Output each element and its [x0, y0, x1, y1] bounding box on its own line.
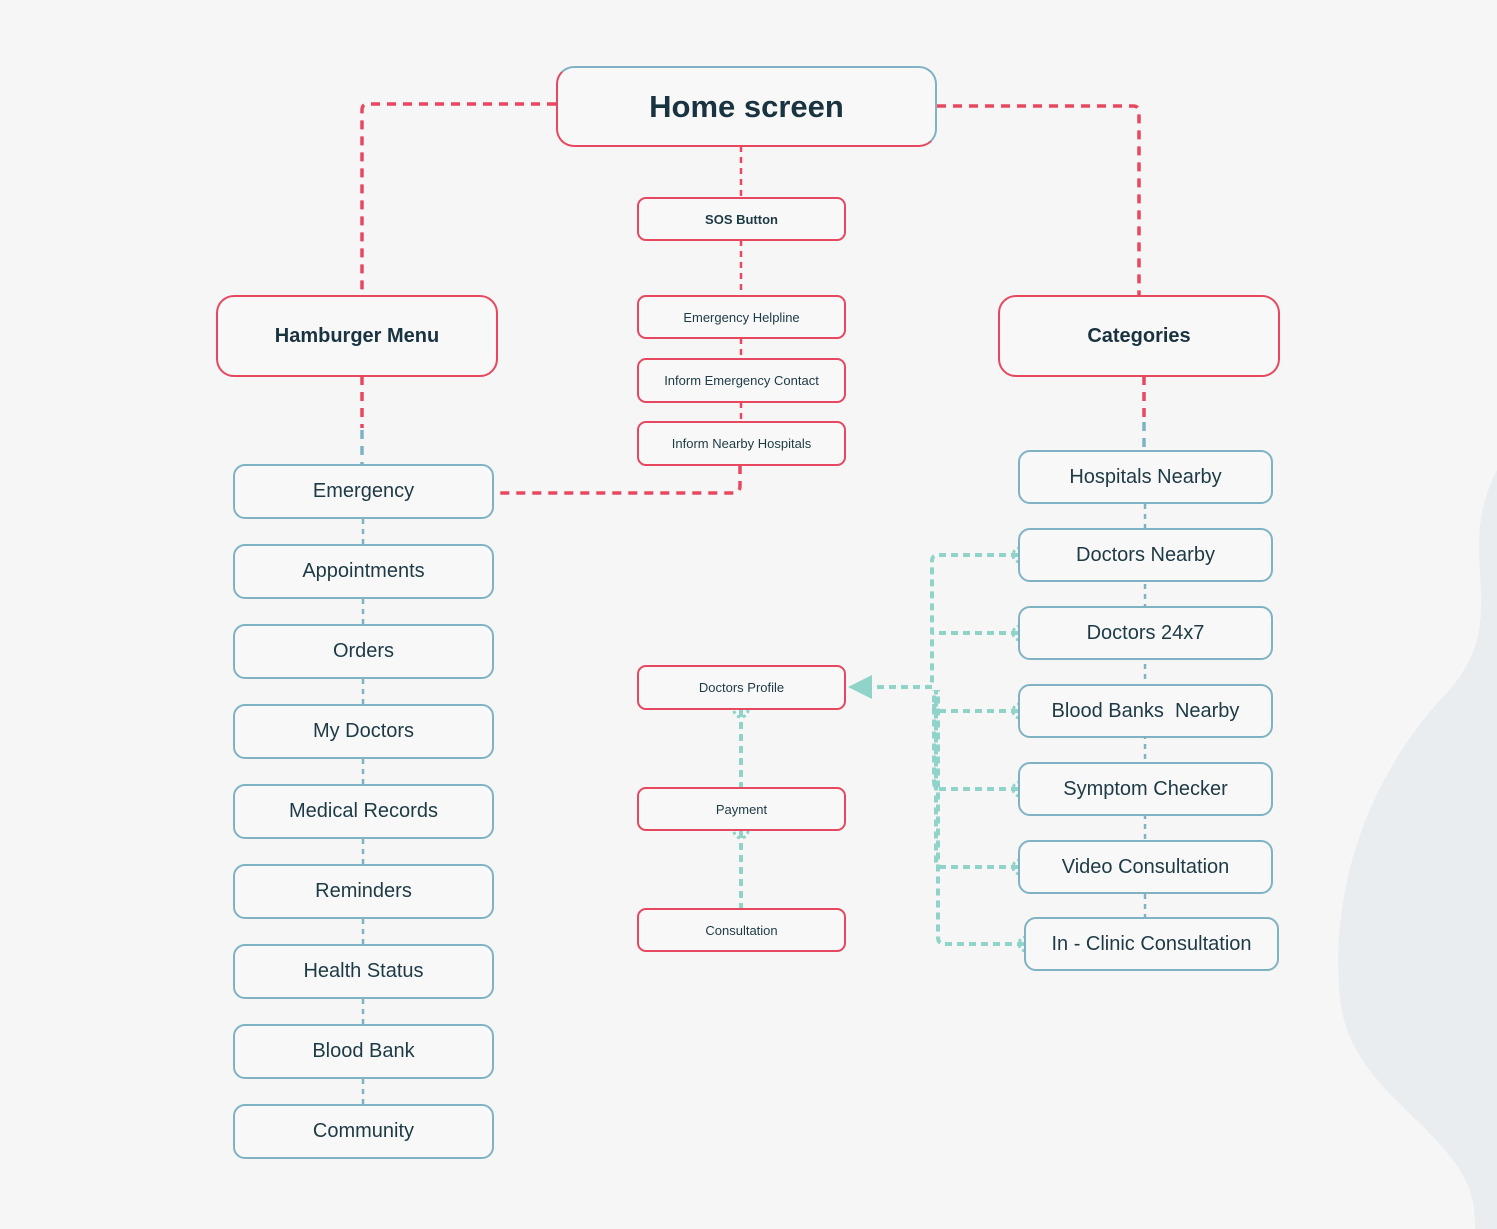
- menu-item-health-status[interactable]: Health Status: [233, 944, 494, 999]
- sos-button-node[interactable]: SOS Button: [637, 197, 846, 241]
- emergency-helpline-node[interactable]: Emergency Helpline: [637, 295, 846, 339]
- consultation-node[interactable]: Consultation: [637, 908, 846, 952]
- category-hospitals-nearby[interactable]: Hospitals Nearby: [1018, 450, 1273, 504]
- categories-node[interactable]: Categories: [998, 295, 1280, 377]
- category-blood-banks-nearby[interactable]: Blood Banks Nearby: [1018, 684, 1273, 738]
- doctors-profile-node[interactable]: Doctors Profile: [637, 665, 846, 710]
- category-doctors-24x7[interactable]: Doctors 24x7: [1018, 606, 1273, 660]
- menu-item-blood-bank[interactable]: Blood Bank: [233, 1024, 494, 1079]
- menu-item-orders[interactable]: Orders: [233, 624, 494, 679]
- menu-item-medical-records[interactable]: Medical Records: [233, 784, 494, 839]
- category-video-consultation[interactable]: Video Consultation: [1018, 840, 1273, 894]
- inform-nearby-hospitals-node[interactable]: Inform Nearby Hospitals: [637, 421, 846, 466]
- category-in-clinic-consultation[interactable]: In - Clinic Consultation: [1024, 917, 1279, 971]
- menu-item-community[interactable]: Community: [233, 1104, 494, 1159]
- category-symptom-checker[interactable]: Symptom Checker: [1018, 762, 1273, 816]
- payment-node[interactable]: Payment: [637, 787, 846, 831]
- hamburger-menu-node[interactable]: Hamburger Menu: [216, 295, 498, 377]
- menu-item-reminders[interactable]: Reminders: [233, 864, 494, 919]
- home-screen-node[interactable]: Home screen: [556, 66, 937, 147]
- category-doctors-nearby[interactable]: Doctors Nearby: [1018, 528, 1273, 582]
- inform-emergency-contact-node[interactable]: Inform Emergency Contact: [637, 358, 846, 403]
- menu-item-emergency[interactable]: Emergency: [233, 464, 494, 519]
- menu-item-my-doctors[interactable]: My Doctors: [233, 704, 494, 759]
- menu-item-appointments[interactable]: Appointments: [233, 544, 494, 599]
